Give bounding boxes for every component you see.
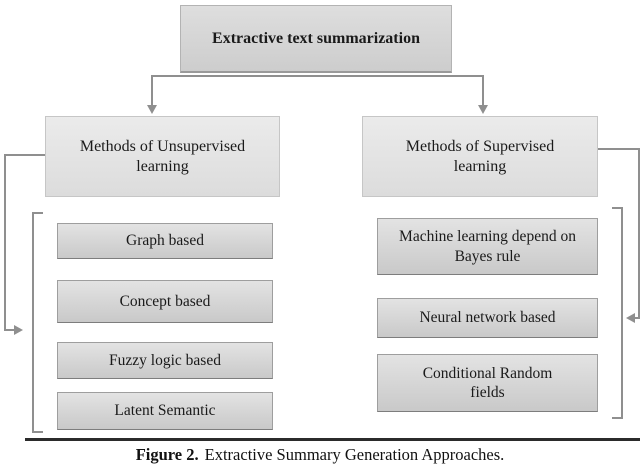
branch-supervised: Methods of Supervised learning	[362, 116, 598, 197]
right-elbow-hline2	[634, 317, 640, 319]
node-graph-based: Graph based	[57, 223, 273, 259]
node-machine-learning-bayes: Machine learning depend on Bayes rule	[377, 218, 598, 275]
right-group-bracket	[612, 207, 623, 419]
node-conditional-random-fields: Conditional Random fields	[377, 354, 598, 412]
caption-rule	[25, 438, 640, 441]
caption-text: Extractive Summary Generation Approaches…	[204, 445, 505, 464]
left-group-bracket	[32, 212, 43, 433]
node-latent-semantic: Latent Semantic	[57, 392, 273, 430]
left-elbow-hline2	[4, 329, 15, 331]
arrow-right-icon	[14, 325, 23, 335]
right-elbow-vline	[638, 148, 640, 319]
caption-label: Figure 2.	[135, 445, 199, 464]
left-elbow-vline	[4, 154, 6, 330]
root-node: Extractive text summarization	[180, 5, 452, 73]
right-elbow-hline	[598, 148, 640, 150]
arrow-down-left-icon	[147, 105, 157, 114]
branch-unsupervised: Methods of Unsupervised learning	[45, 116, 280, 197]
root-hline	[152, 75, 484, 77]
figure-caption: Figure 2. Extractive Summary Generation A…	[0, 445, 640, 465]
left-elbow-hline	[4, 154, 45, 156]
arrow-down-right-icon	[478, 105, 488, 114]
root-left-vline	[151, 75, 153, 106]
arrow-left-icon	[626, 313, 635, 323]
node-fuzzy-logic-based: Fuzzy logic based	[57, 342, 273, 379]
root-right-vline	[482, 75, 484, 106]
node-concept-based: Concept based	[57, 280, 273, 323]
node-neural-network-based: Neural network based	[377, 298, 598, 338]
